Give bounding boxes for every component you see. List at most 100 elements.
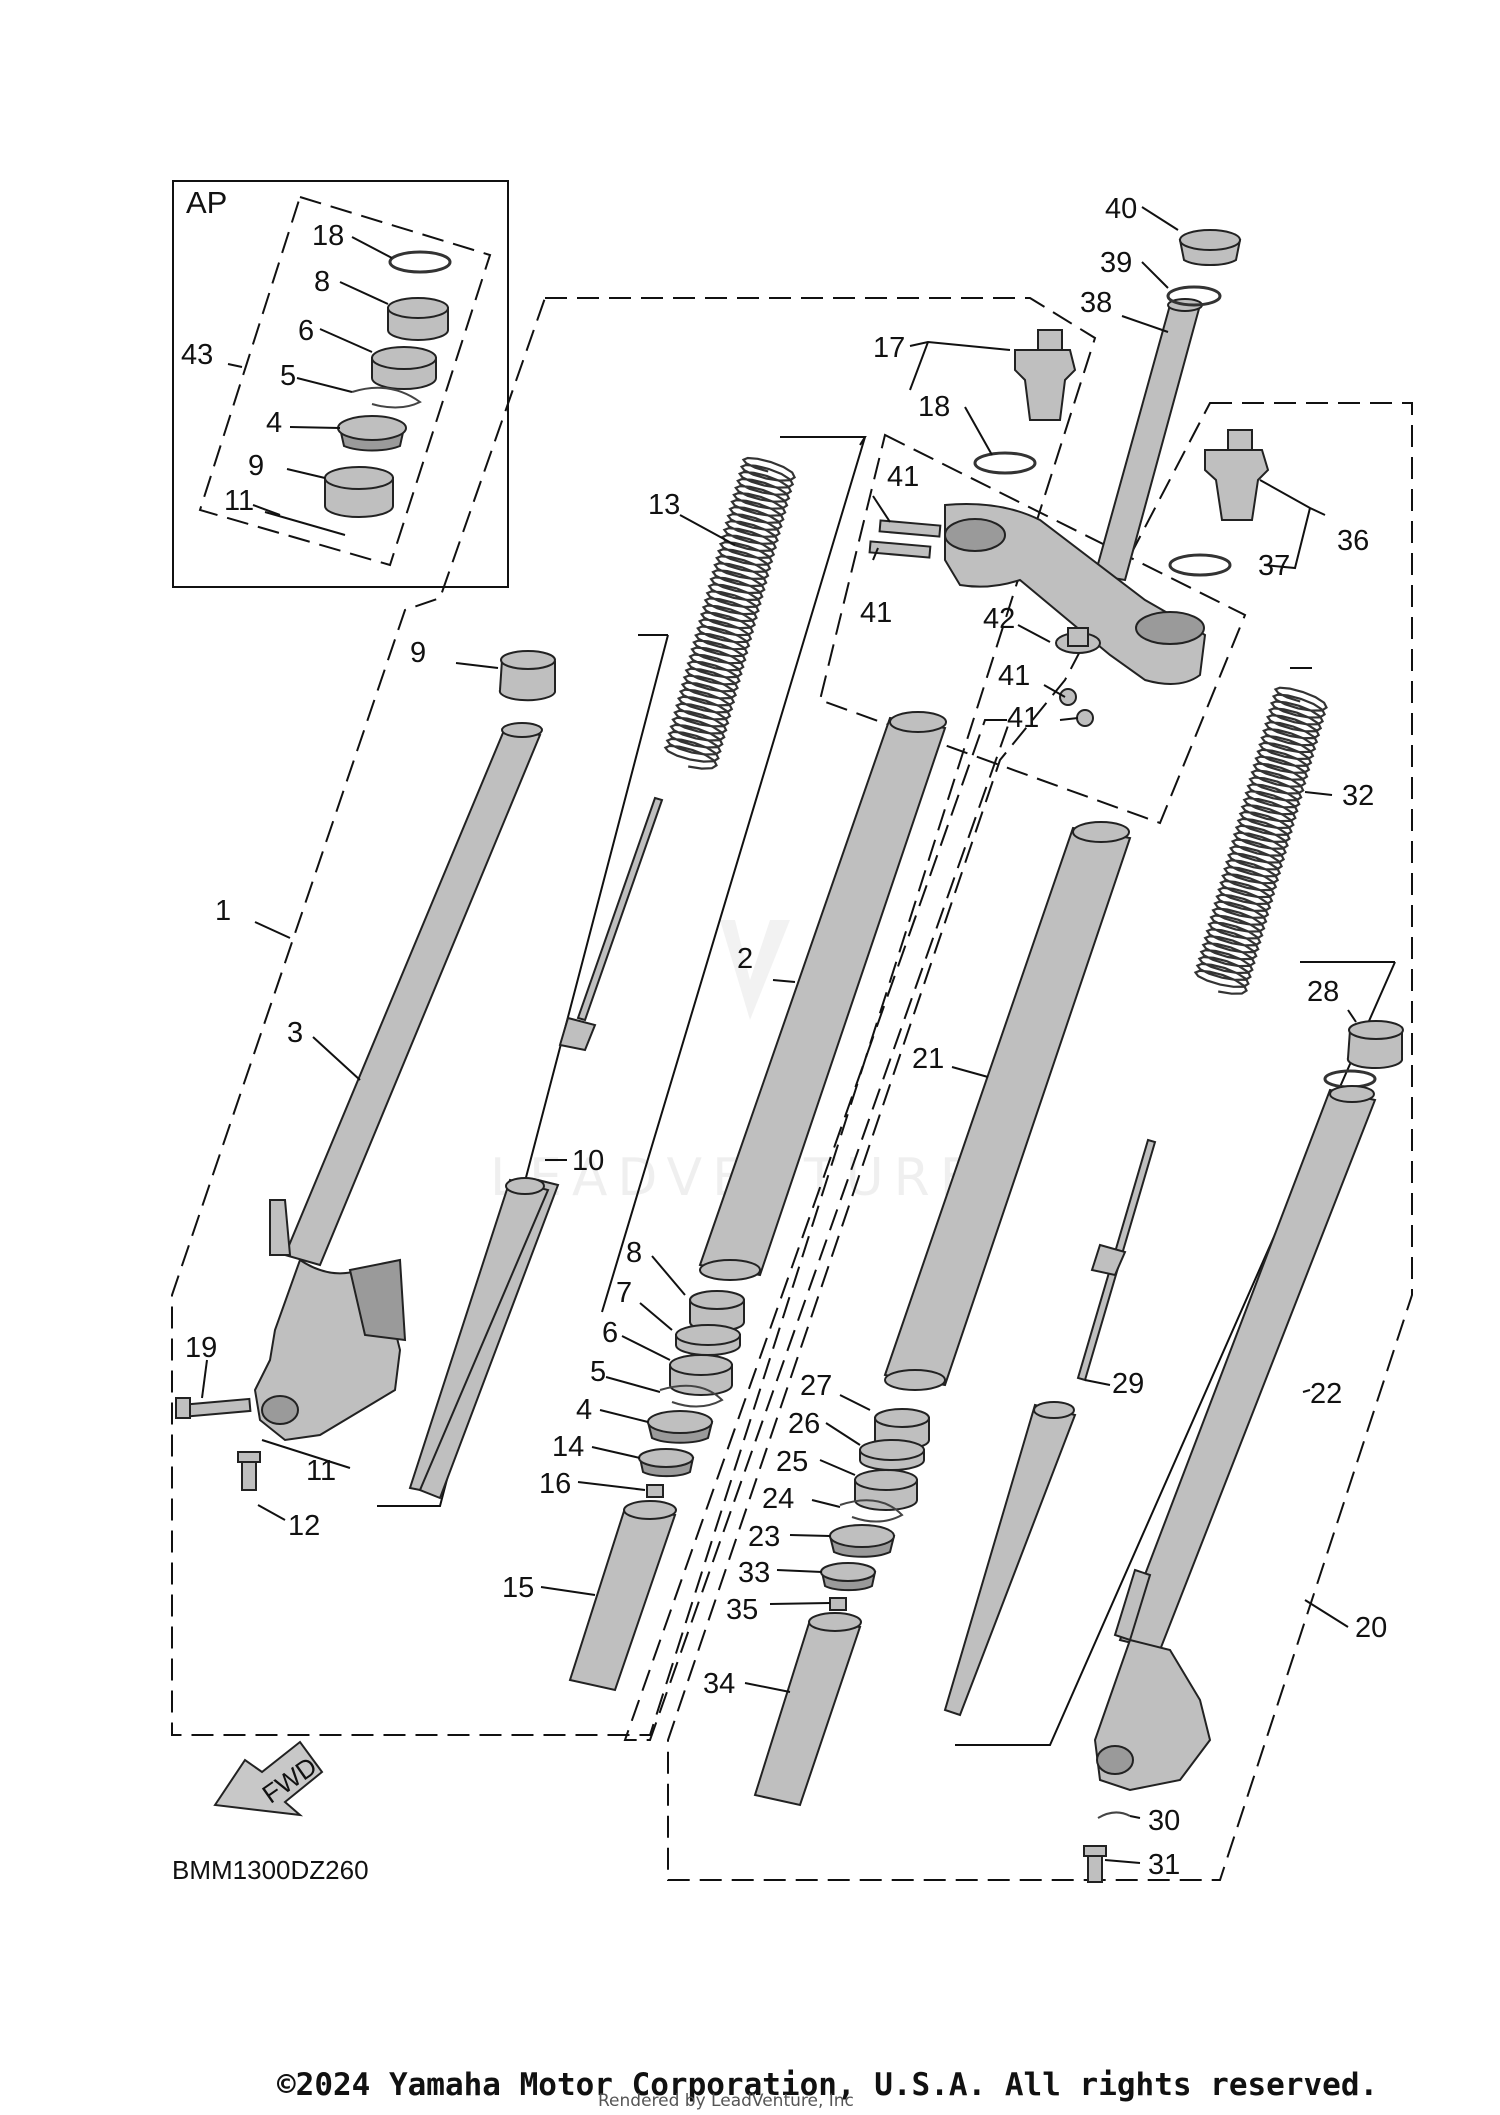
ap-clip-5[interactable] [351, 386, 422, 409]
callout-33: 33 [738, 1557, 770, 1589]
bearing-40[interactable] [1178, 229, 1242, 267]
callout-24: 24 [762, 1483, 794, 1515]
ring-28b[interactable] [1323, 1069, 1377, 1089]
callout-25: 25 [776, 1446, 808, 1478]
outer-tube-22[interactable] [1093, 1085, 1377, 1792]
clip-5[interactable] [659, 1384, 724, 1408]
callout-34: 34 [703, 1668, 735, 1700]
cap-35[interactable] [829, 1597, 847, 1611]
lower-bracket[interactable] [944, 503, 1207, 685]
ap-o-ring[interactable] [388, 250, 452, 274]
callout-19: 19 [185, 1332, 217, 1364]
callout-ap-4: 4 [266, 407, 282, 439]
bracket-42[interactable] [1055, 627, 1101, 654]
callout-ap-43: 43 [181, 339, 213, 371]
callout-1: 1 [215, 895, 231, 927]
bolt-41-a[interactable] [878, 519, 942, 538]
sleeve-15[interactable] [568, 1500, 677, 1692]
callout-31: 31 [1148, 1849, 1180, 1881]
leader-lines [201, 206, 1357, 1864]
cap-16[interactable] [646, 1484, 664, 1498]
bolt-12[interactable] [237, 1451, 261, 1491]
bolt-41-c[interactable] [1059, 688, 1077, 706]
callout-40: 40 [1105, 193, 1137, 225]
callouts: 40 39 38 17 18 41 41 42 41 41 36 37 13 9… [185, 193, 1387, 1881]
inner-tube-21[interactable] [883, 821, 1132, 1391]
callout-ap-9: 9 [248, 450, 264, 482]
bolt-41-d[interactable] [1076, 709, 1094, 727]
callout-41-b: 41 [860, 597, 892, 629]
callout-39: 39 [1100, 247, 1132, 279]
callout-11: 11 [306, 1455, 336, 1487]
bolt-31[interactable] [1083, 1845, 1107, 1883]
callout-41-c: 41 [998, 660, 1030, 692]
callout-8: 8 [626, 1237, 642, 1269]
copyright-text: ©2024 Yamaha Motor Corporation, U.S.A. A… [277, 2067, 1378, 2103]
callout-2: 2 [737, 943, 753, 975]
race-39[interactable] [1166, 285, 1222, 307]
damper-rod-29[interactable] [943, 1138, 1157, 1717]
ap-washer-6[interactable] [371, 346, 437, 390]
ap-seal-4[interactable] [337, 415, 407, 452]
callout-36: 36 [1337, 525, 1369, 557]
callout-14: 14 [552, 1431, 584, 1463]
ap-bushing-8[interactable] [387, 297, 449, 341]
seal-23[interactable] [828, 1524, 896, 1558]
group-outlines [171, 297, 1413, 1881]
callout-29: 29 [1112, 1368, 1144, 1400]
right-seal-stack [753, 1408, 930, 1807]
callout-28: 28 [1307, 976, 1339, 1008]
washer-26[interactable] [859, 1439, 925, 1471]
bushing-9[interactable] [498, 650, 556, 702]
callout-ap-11: 11 [224, 485, 254, 517]
left-seal-stack [568, 1290, 745, 1692]
diagram-code: BMM1300DZ260 [172, 1855, 369, 1885]
damper-rod-10[interactable] [408, 796, 664, 1500]
callout-32: 32 [1342, 780, 1374, 812]
callout-ap-6: 6 [298, 315, 314, 347]
ap-pin-11[interactable] [264, 511, 346, 536]
callout-38: 38 [1080, 287, 1112, 319]
fork-cap-36[interactable] [1204, 429, 1270, 521]
dust-seal-14[interactable] [638, 1448, 695, 1478]
bushing-25[interactable] [854, 1469, 918, 1511]
callout-27: 27 [800, 1370, 832, 1402]
callout-23: 23 [748, 1521, 780, 1553]
callout-15: 15 [502, 1572, 534, 1604]
callout-16: 16 [539, 1468, 571, 1500]
callout-ap-5: 5 [280, 360, 296, 392]
callout-ap-18: 18 [312, 220, 344, 252]
washer-7[interactable] [675, 1324, 741, 1356]
callout-6: 6 [602, 1317, 618, 1349]
callout-9: 9 [410, 637, 426, 669]
spring-13[interactable] [663, 456, 797, 770]
callout-30: 30 [1148, 1805, 1180, 1837]
sleeve-34[interactable] [753, 1612, 862, 1807]
bolt-41-b[interactable] [868, 540, 932, 559]
left-outer-tube[interactable] [253, 722, 543, 1442]
bushing-6[interactable] [669, 1354, 733, 1396]
callout-22: 22 [1310, 1378, 1342, 1410]
ap-inset-label: AP [186, 185, 227, 220]
fork-cap-17[interactable] [1014, 329, 1077, 421]
steering-stem-38[interactable] [1093, 298, 1203, 582]
callout-41-a: 41 [887, 461, 919, 493]
bolt-19[interactable] [175, 1397, 252, 1419]
o-ring-18[interactable] [973, 451, 1037, 475]
callout-12: 12 [288, 1510, 320, 1542]
dust-seal-33[interactable] [820, 1562, 877, 1592]
clip-24[interactable] [839, 1499, 904, 1523]
o-ring-37[interactable] [1168, 553, 1232, 577]
clip-30[interactable] [1097, 1811, 1131, 1819]
spring-32[interactable] [1193, 686, 1328, 995]
bushing-28[interactable] [1346, 1020, 1404, 1070]
inner-tube-2[interactable] [698, 711, 947, 1281]
callout-13: 13 [648, 489, 680, 521]
callout-35: 35 [726, 1594, 758, 1626]
fwd-arrow: FWD [213, 1740, 324, 1817]
seal-4[interactable] [646, 1410, 714, 1444]
callout-21: 21 [912, 1043, 944, 1075]
ap-bushing-9[interactable] [324, 466, 394, 518]
callout-5: 5 [590, 1356, 606, 1388]
